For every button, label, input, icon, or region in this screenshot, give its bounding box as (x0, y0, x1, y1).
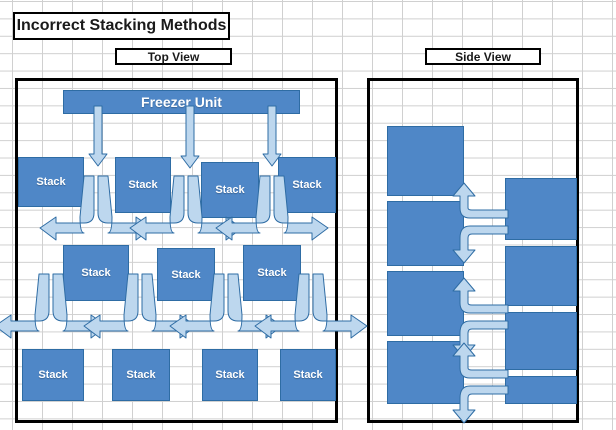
stack-block: Stack (112, 349, 170, 401)
stack-block: Stack (115, 157, 171, 213)
side-left-block (387, 271, 464, 336)
side-left-block (387, 341, 464, 404)
page-title: Incorrect Stacking Methods (13, 12, 230, 40)
side-right-block (505, 312, 577, 370)
side-right-block (505, 376, 577, 404)
stack-block: Stack (243, 245, 301, 301)
side-right-block (505, 246, 577, 306)
stack-block: Stack (201, 162, 259, 218)
stack-block: Stack (280, 349, 336, 401)
top-view-label: Top View (115, 48, 232, 65)
stack-block: Stack (18, 157, 84, 207)
stack-block: Stack (22, 349, 84, 401)
freezer-unit-block: Freezer Unit (63, 90, 300, 114)
top-view-panel (15, 78, 338, 423)
stack-block: Stack (63, 245, 129, 301)
side-right-block (505, 178, 577, 240)
stack-block: Stack (202, 349, 258, 401)
side-left-block (387, 126, 464, 196)
side-left-block (387, 201, 464, 266)
stack-block: Stack (157, 248, 215, 301)
side-view-label: Side View (425, 48, 541, 65)
stack-block: Stack (278, 157, 336, 213)
